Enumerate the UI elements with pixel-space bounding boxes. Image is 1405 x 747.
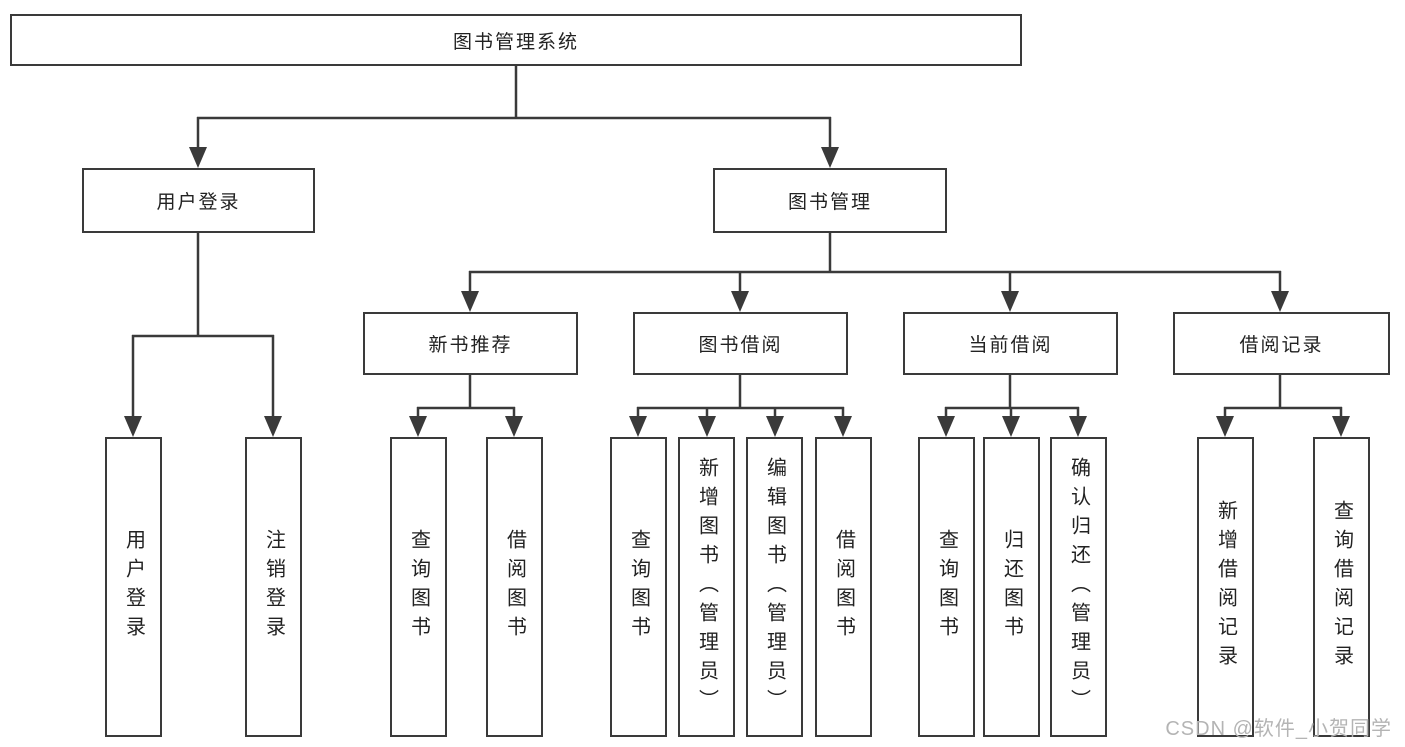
node-book-management-label: 图书管理 [787,192,872,213]
arrowhead [1069,416,1087,437]
leaf-user-login: 用户登录 [105,437,162,737]
leaf-borrowing-add-books-admin: 新增图书（管理员） [678,437,735,737]
arrowhead [189,147,207,168]
arrowhead [821,147,839,168]
node-current-borrowing-label: 当前借阅 [968,335,1053,356]
arrowhead [937,416,955,437]
leaf-recommend-borrow-books: 借阅图书 [486,437,543,737]
arrowhead [1001,291,1019,312]
leaf-borrowing-add-books-admin-label: 新增图书（管理员） [695,456,718,718]
arrowhead [1271,291,1289,312]
arrowhead [698,416,716,437]
leaf-records-add-record: 新增借阅记录 [1197,437,1254,737]
leaf-borrowing-edit-books-admin: 编辑图书（管理员） [746,437,803,737]
arrowhead [409,416,427,437]
node-book-management: 图书管理 [713,168,947,233]
arrowhead [124,416,142,437]
leaf-current-confirm-return-admin: 确认归还（管理员） [1050,437,1107,737]
leaf-records-query-record-label: 查询借阅记录 [1330,500,1353,674]
leaf-recommend-query-books: 查询图书 [390,437,447,737]
node-user-login: 用户登录 [82,168,315,233]
arrowhead [834,416,852,437]
leaf-recommend-query-books-label: 查询图书 [407,529,430,645]
leaf-borrowing-query-books-label: 查询图书 [627,529,650,645]
leaf-borrowing-borrow-books: 借阅图书 [815,437,872,737]
leaf-current-query-books: 查询图书 [918,437,975,737]
arrowhead [461,291,479,312]
leaf-current-return-books-label: 归还图书 [1000,529,1023,645]
node-root-system: 图书管理系统 [10,14,1022,66]
arrowhead [505,416,523,437]
leaf-records-query-record: 查询借阅记录 [1313,437,1370,737]
node-borrowing-records-label: 借阅记录 [1239,335,1324,356]
csdn-watermark: CSDN @软件_小贺同学 [1165,718,1392,740]
leaf-borrowing-query-books: 查询图书 [610,437,667,737]
arrowhead [1002,416,1020,437]
leaf-current-return-books: 归还图书 [983,437,1040,737]
leaf-current-query-books-label: 查询图书 [935,529,958,645]
leaf-logout: 注销登录 [245,437,302,737]
leaf-logout-label: 注销登录 [262,529,285,645]
arrowhead [731,291,749,312]
arrowhead [629,416,647,437]
leaf-recommend-borrow-books-label: 借阅图书 [503,529,526,645]
leaf-records-add-record-label: 新增借阅记录 [1214,500,1237,674]
node-book-borrowing-label: 图书借阅 [698,335,783,356]
node-new-book-recommend: 新书推荐 [363,312,578,375]
node-book-borrowing: 图书借阅 [633,312,848,375]
arrowhead [264,416,282,437]
node-root-label: 图书管理系统 [452,31,579,53]
arrowhead [1332,416,1350,437]
leaf-user-login-label: 用户登录 [122,529,145,645]
node-current-borrowing: 当前借阅 [903,312,1118,375]
node-borrowing-records: 借阅记录 [1173,312,1390,375]
node-user-login-label: 用户登录 [156,192,241,213]
arrowhead [766,416,784,437]
arrowhead [1216,416,1234,437]
leaf-borrowing-edit-books-admin-label: 编辑图书（管理员） [763,456,786,718]
leaf-borrowing-borrow-books-label: 借阅图书 [832,529,855,645]
leaf-current-confirm-return-admin-label: 确认归还（管理员） [1067,456,1090,718]
node-new-book-recommend-label: 新书推荐 [428,335,513,356]
arrowheads-group [124,147,1350,437]
